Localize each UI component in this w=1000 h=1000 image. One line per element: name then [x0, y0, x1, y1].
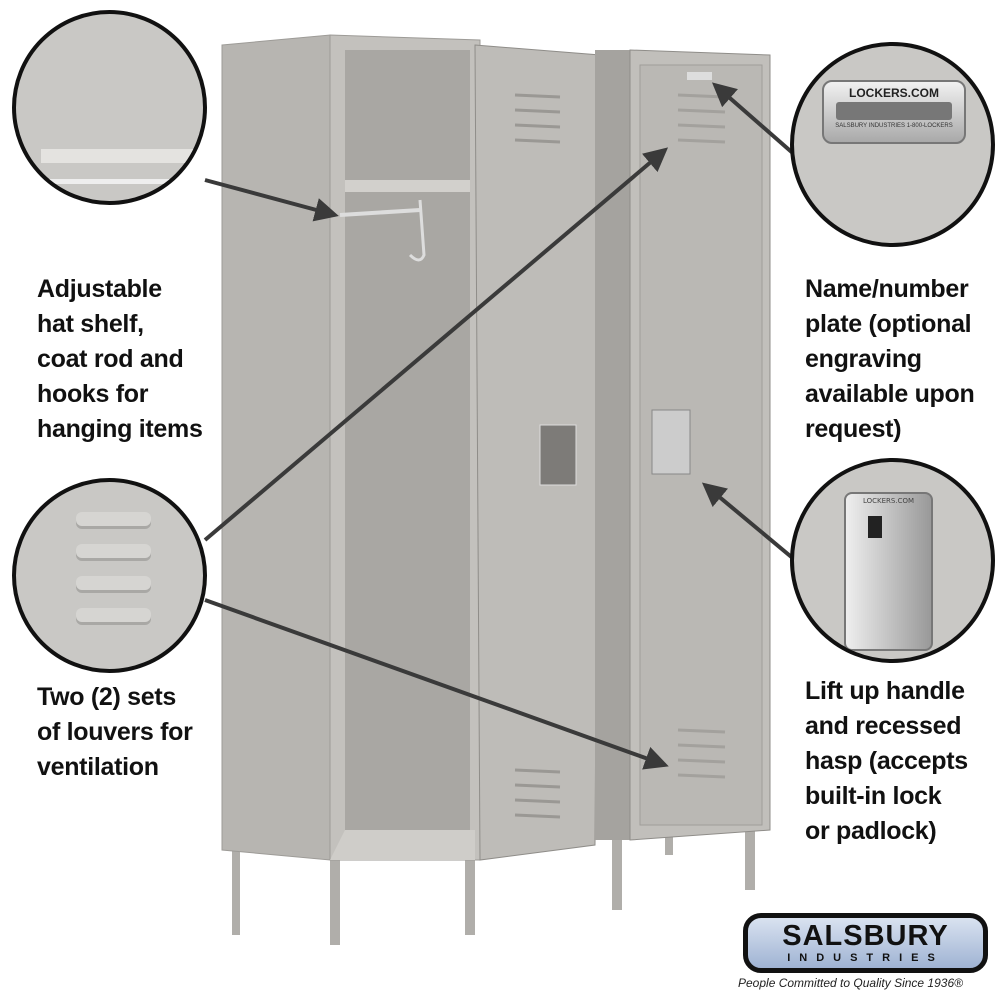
arrow-hat-shelf [204, 178, 339, 222]
coat-rod [339, 208, 421, 217]
logo-name: SALSBURY [782, 920, 949, 952]
louvers-detail-circle [12, 478, 207, 673]
open-door-handle [539, 424, 577, 486]
callout-louvers: Two (2) sets of louvers for ventilation [37, 683, 193, 781]
door-louvers-top [514, 93, 561, 144]
door-louvers-bottom [514, 768, 561, 819]
locker-interior [345, 50, 470, 850]
callout-arrows [203, 82, 797, 770]
name-plate-detail-circle: LOCKERS.COM SALSBURY INDUSTRIES 1-800-LO… [790, 42, 995, 247]
arrow-louvers-bottom [204, 598, 669, 770]
hasp-text: LOCKERS.COM [862, 497, 915, 505]
callout-hat-shelf: Adjustable hat shelf, coat rod and hooks… [37, 275, 203, 443]
arrow-louvers-top [203, 147, 669, 542]
name-plate-small [687, 72, 712, 80]
arrow-name-plate [711, 82, 797, 157]
arrow-handle [701, 482, 797, 562]
closed-door-handle [651, 409, 691, 475]
callout-handle: Lift up handle and recessed hasp (accept… [805, 677, 968, 845]
handle-detail-circle: LOCKERS.COM [790, 458, 995, 663]
open-door [474, 44, 601, 861]
callout-name-plate: Name/number plate (optional engraving av… [805, 275, 975, 443]
plate-bottom-text: SALSBURY INDUSTRIES 1-800-LOCKERS [835, 123, 953, 129]
closed-door-louvers-bottom [677, 728, 726, 779]
recessed-hasp: LOCKERS.COM [844, 492, 933, 651]
plate-top-text: LOCKERS.COM [849, 86, 939, 100]
hat-shelf-detail-circle [12, 10, 207, 205]
salsbury-logo: SALSBURY INDUSTRIES [743, 913, 988, 973]
logo-sub: INDUSTRIES [787, 952, 944, 964]
name-plate: LOCKERS.COM SALSBURY INDUSTRIES 1-800-LO… [822, 80, 966, 144]
hat-shelf [345, 180, 470, 192]
coat-hook [408, 199, 426, 262]
logo-tagline: People Committed to Quality Since 1936® [738, 976, 963, 990]
locker-legs [232, 830, 755, 945]
